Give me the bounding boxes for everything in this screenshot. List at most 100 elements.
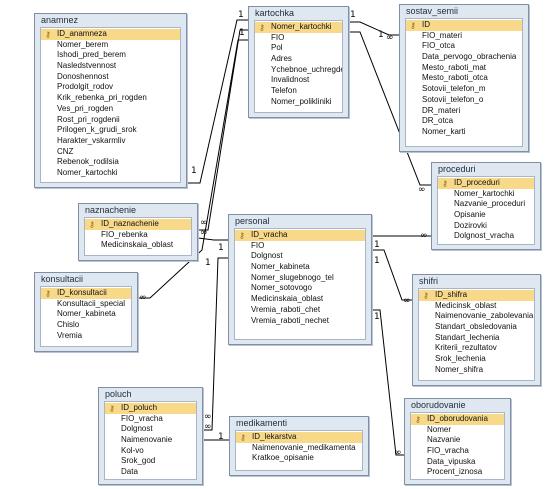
field-row[interactable]: Mesto_raboti_otca <box>406 73 522 84</box>
field-row[interactable]: Nomer_slugebnogo_tel <box>235 273 365 284</box>
field-name: Nomer_kartochki <box>454 188 515 198</box>
field-row[interactable]: Vremia_raboti_nechet <box>235 316 365 327</box>
field-row[interactable]: Nazvanie_proceduri <box>438 199 534 210</box>
field-row[interactable]: Telefon <box>255 86 342 97</box>
field-row[interactable]: Rost_pri_rogdenii <box>41 115 180 126</box>
field-row[interactable]: Data <box>105 467 196 478</box>
field-row[interactable]: Kratkoe_opisanie <box>236 453 362 464</box>
primary-key-field[interactable]: ⚷ID_konsultacii <box>41 288 131 299</box>
field-row[interactable]: Kriterii_rezultatov <box>419 343 534 354</box>
field-row[interactable]: Naimenovanie_zabolevania <box>419 311 534 322</box>
field-row[interactable]: Nomer_shifra <box>419 365 534 376</box>
field-row[interactable]: Opisanie <box>438 210 534 221</box>
field-row[interactable]: Nomer <box>411 425 504 436</box>
field-row[interactable]: Medicinskaia_oblast <box>85 240 191 251</box>
field-row[interactable]: DR_materi <box>406 106 522 117</box>
field-row[interactable]: FIO_otca <box>406 41 522 52</box>
field-name: Ishodi_pred_berem <box>57 50 126 60</box>
primary-key-field[interactable]: ⚷ID_proceduri <box>438 178 534 189</box>
field-row[interactable]: Nomer_karti <box>406 127 522 138</box>
field-row[interactable]: Nomer_kabineta <box>41 309 131 320</box>
field-row[interactable]: Pol <box>255 43 342 54</box>
field-row[interactable]: Dozirovki <box>438 221 534 232</box>
primary-key-field[interactable]: ⚷ID_naznachenie <box>85 219 191 230</box>
primary-key-field[interactable]: ⚷ID <box>406 20 522 31</box>
field-row[interactable]: Ves_pri_rogden <box>41 104 180 115</box>
field-row[interactable]: Prodolgit_rodov <box>41 82 180 93</box>
field-row[interactable]: Invalidnost <box>255 75 342 86</box>
field-row[interactable]: Chislo <box>41 320 131 331</box>
field-row[interactable]: Donoshennost <box>41 72 180 83</box>
field-row[interactable]: Dolgnost <box>235 251 365 262</box>
field-row[interactable]: Sotovii_telefon_o <box>406 95 522 106</box>
field-row[interactable]: Krik_rebenka_pri_rogden <box>41 93 180 104</box>
primary-key-field[interactable]: ⚷ID_poluch <box>105 403 196 414</box>
field-row[interactable]: Nomer_sotovogo <box>235 283 365 294</box>
field-row[interactable]: Nomer_kartochki <box>438 189 534 200</box>
field-row[interactable]: Ishodi_pred_berem <box>41 50 180 61</box>
field-row[interactable]: Naimenovanie_medikamenta <box>236 443 362 454</box>
field-row[interactable]: Prilogen_k_grudi_srok <box>41 125 180 136</box>
field-row[interactable]: Srok_lechenia <box>419 354 534 365</box>
rel-anamnez-kartochka <box>187 19 248 184</box>
field-row[interactable]: Sotovii_telefon_m <box>406 84 522 95</box>
primary-key-field[interactable]: ⚷ID_lekarstva <box>236 432 362 443</box>
field-name: Ychebnoe_uchregdenie <box>271 64 342 74</box>
field-row[interactable]: Nomer_kartochki <box>41 168 180 179</box>
primary-key-field[interactable]: ⚷ID_oborudovania <box>411 414 504 425</box>
field-row[interactable]: FIO_rebenka <box>85 230 191 241</box>
field-row[interactable]: Nazvanie <box>411 435 504 446</box>
field-row[interactable]: FIO_materi <box>406 31 522 42</box>
field-row[interactable]: Nasledstvennost <box>41 61 180 72</box>
field-row[interactable]: Konsultacii_special <box>41 299 131 310</box>
field-row[interactable]: Standart_obsledovania <box>419 322 534 333</box>
primary-key-field[interactable]: ⚷ID_shifra <box>419 290 534 301</box>
field-row[interactable]: FIO <box>235 241 365 252</box>
field-row[interactable]: FIO_vracha <box>105 414 196 425</box>
field-row[interactable]: DR_otca <box>406 116 522 127</box>
field-row[interactable]: Nomer_kabineta <box>235 262 365 273</box>
field-row[interactable]: Mesto_raboti_mat <box>406 63 522 74</box>
key-icon: ⚷ <box>240 433 246 442</box>
field-row[interactable]: Naimenovanie <box>105 435 196 446</box>
field-row[interactable]: FIO <box>255 33 342 44</box>
field-row[interactable]: CNZ <box>41 147 180 158</box>
field-name: Nomer_polikliniki <box>271 96 332 106</box>
field-row[interactable]: Standart_lechenia <box>419 333 534 344</box>
field-row[interactable]: Medicinskaia_oblast <box>235 294 365 305</box>
field-row[interactable]: Nomer_polikliniki <box>255 97 342 108</box>
field-row[interactable]: Srok_god <box>105 456 196 467</box>
field-row[interactable]: Rebenok_rodilsia <box>41 157 180 168</box>
primary-key-field[interactable]: ⚷ID_anamneza <box>41 29 180 40</box>
field-row[interactable]: Vremia_raboti_chet <box>235 305 365 316</box>
primary-key-field[interactable]: ⚷ID_vracha <box>235 230 365 241</box>
primary-key-field[interactable]: ⚷Nomer_kartochki <box>255 22 342 33</box>
field-row[interactable]: Adres <box>255 54 342 65</box>
field-row[interactable]: Ychebnoe_uchregdenie <box>255 65 342 76</box>
field-row[interactable]: Data_pervogo_obrachenia <box>406 52 522 63</box>
field-row[interactable]: Vremia <box>41 331 131 342</box>
field-row[interactable]: Kol-vo <box>105 446 196 457</box>
field-row[interactable]: Harakter_vskarmliv <box>41 136 180 147</box>
field-row[interactable]: Data_vipuska <box>411 457 504 468</box>
field-row[interactable]: FIO_vracha <box>411 446 504 457</box>
field-name: Prodolgit_rodov <box>57 82 114 92</box>
field-row[interactable]: Medicinsk_oblast <box>419 301 534 312</box>
field-row[interactable]: Nomer_berem <box>41 40 180 51</box>
field-row[interactable]: Dolgnost <box>105 424 196 435</box>
field-row[interactable]: Procent_iznosa <box>411 467 504 478</box>
field-row[interactable]: Dolgnost_vracha <box>438 231 534 242</box>
